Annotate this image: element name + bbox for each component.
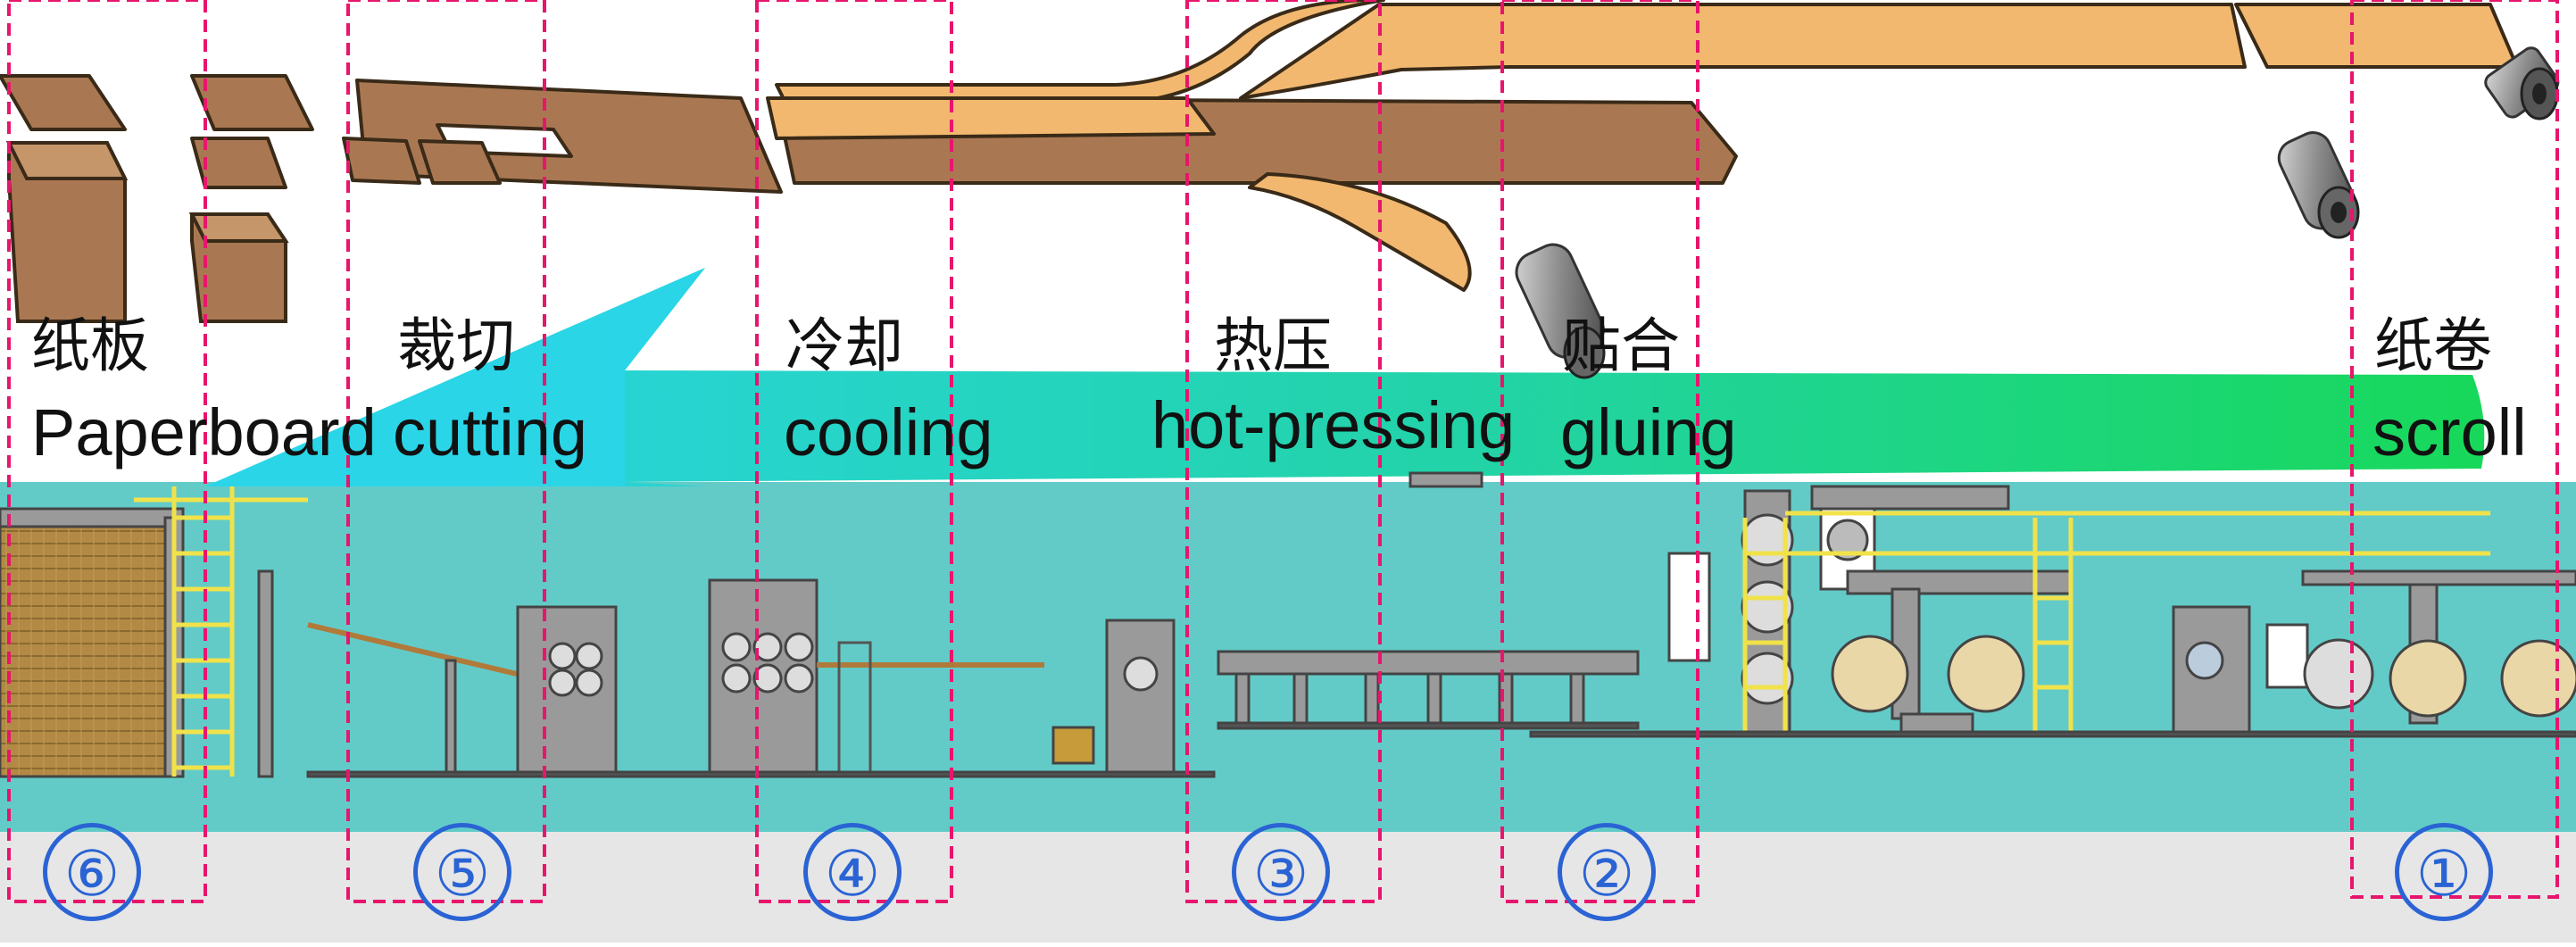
stage-1-number: ① — [2395, 823, 2493, 921]
paper-roll-3 — [1515, 243, 1606, 379]
machinery — [0, 471, 2576, 778]
stage-4-zh-label: 冷却 — [785, 312, 903, 380]
stage-3-zh-label: 热压 — [1214, 312, 1332, 380]
stage-3-en-label: hot-pressing — [1151, 388, 1516, 462]
stage-2-en-label: gluing — [1560, 395, 1737, 469]
stage-3-number: ③ — [1232, 823, 1330, 921]
process-arrow — [205, 268, 2485, 486]
process-arrow-head — [205, 268, 705, 486]
stage-4-en-label: cooling — [784, 395, 993, 469]
stage-5-zh-label: 裁切 — [397, 312, 515, 380]
paper-top-sheet — [0, 0, 2519, 292]
stage-2-number: ② — [1558, 823, 1656, 921]
stage-2-zh-label: 贴合 — [1562, 312, 1680, 380]
stage-5-en-label: cutting — [393, 395, 588, 469]
stage-6-zh-label: 纸板 — [31, 312, 149, 380]
stage-1-zh-label: 纸卷 — [2374, 312, 2492, 380]
stage-1-en-label: scroll — [2372, 395, 2527, 469]
stage-5-number: ⑤ — [413, 823, 511, 921]
stage-6-number: ⑥ — [43, 823, 141, 921]
paper-roll-2 — [2277, 131, 2360, 239]
paperboard-stacks — [5, 141, 289, 323]
stage-6-en-label: Paperboard — [31, 395, 377, 469]
stage-4-number: ④ — [803, 823, 902, 921]
paper-roll-1 — [2484, 46, 2560, 120]
